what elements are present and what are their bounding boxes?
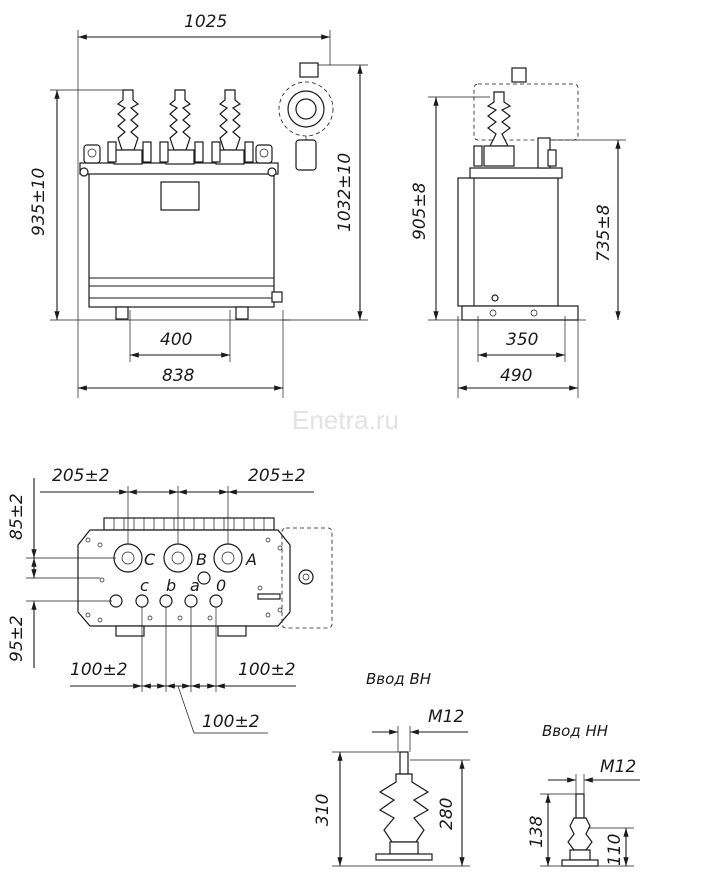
lv-bushing-title: Ввод НН [542, 722, 608, 740]
lv-bushing-body [567, 817, 593, 851]
lv-thread-label: M12 [600, 757, 636, 777]
nameplate [160, 181, 200, 211]
dim-top-vertical-bottom: 95±2 [7, 615, 27, 662]
dim-front-height-left: 935±10 [29, 168, 49, 236]
hv-bushing-title: Ввод ВН [366, 670, 431, 688]
dim-front-base-span: 400 [160, 330, 192, 350]
pressure-relief-device [278, 62, 334, 171]
dim-side-base-outer: 490 [500, 366, 532, 386]
top-lid [77, 529, 291, 627]
dim-top-offset-right: 205±2 [248, 466, 306, 486]
hv-bushing-detail: Ввод ВН M12 310 280 [313, 670, 470, 867]
dim-top-spacing-mid: 100±2 [202, 712, 260, 732]
phase-lv-a: a [190, 576, 200, 595]
dim-front-width-total: 1025 [184, 12, 227, 32]
dim-top-offset-left: 205±2 [52, 466, 110, 486]
hv-thread-label: M12 [428, 707, 464, 727]
phase-lv-c: c [140, 576, 149, 595]
phase-hv-C: C [144, 550, 156, 569]
front-lid [79, 162, 279, 175]
phase-hv-B: B [196, 550, 207, 569]
dim-top-spacing-left: 100±2 [70, 660, 128, 680]
dim-side-height-left: 905±8 [410, 182, 430, 240]
phase-lv-b: b [166, 576, 176, 595]
dim-side-base-inner: 350 [506, 330, 538, 350]
hv-bushing-body [378, 773, 430, 843]
dim-side-height-right: 735±8 [594, 204, 614, 262]
lv-height-body: 110 [605, 834, 625, 866]
side-tank [457, 177, 559, 307]
lv-height-total: 138 [527, 815, 547, 848]
dim-top-spacing-right: 100±2 [238, 660, 296, 680]
dim-front-base-width: 838 [162, 366, 195, 386]
dim-top-vertical-top: 85±2 [7, 493, 27, 540]
side-view: 905±8 735±8 350 490 [410, 67, 626, 398]
phase-lv-0: 0 [216, 576, 226, 595]
dim-front-height-right: 1032±10 [335, 153, 355, 232]
phase-hv-A: A [245, 550, 257, 569]
hv-height-body: 280 [437, 798, 457, 830]
side-base [461, 305, 579, 321]
front-hv-bushing-2 [165, 89, 195, 165]
hv-height-total: 310 [313, 794, 333, 826]
watermark: Enetra.ru [292, 405, 399, 435]
front-view: 1025 935±10 1032±10 400 838 [29, 12, 368, 398]
lv-bushing-detail: Ввод НН M12 138 110 [527, 722, 640, 867]
front-hv-bushing-3 [215, 89, 245, 165]
front-hv-bushing-1 [113, 89, 143, 165]
top-view: C B A c b a 0 205±2 205±2 85±2 95±2 [7, 466, 333, 734]
